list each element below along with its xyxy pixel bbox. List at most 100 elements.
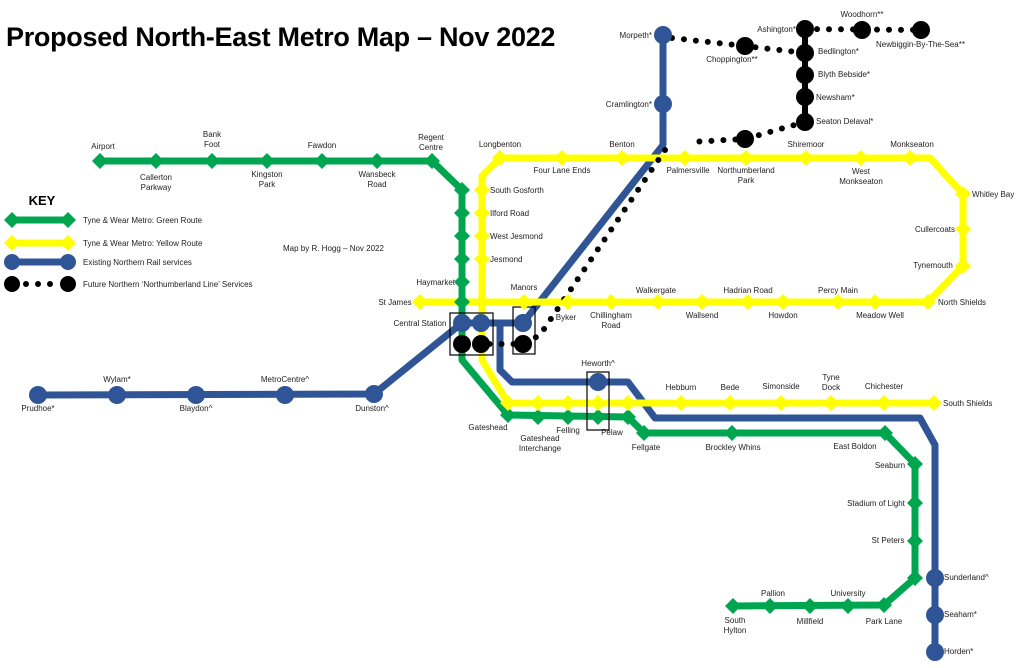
rail-station-marker [472,314,490,332]
green-station-marker [148,153,164,169]
rail-station-marker [29,386,47,404]
map-title: Proposed North-East Metro Map – Nov 2022 [6,22,556,52]
green-station-marker [560,409,576,425]
yellow-station-marker [738,150,754,166]
key-circle [4,276,20,292]
yellow-station-marker [775,294,791,310]
station-label: Percy Main [818,286,858,295]
yellow-station-marker [650,294,666,310]
station-label: Seaburn [875,461,905,470]
yellow-station-marker [955,221,971,237]
station-label: Cramlington* [606,100,652,109]
station-label: Felling [556,426,580,435]
future-station-marker [796,66,814,84]
yellow-station-marker [474,294,490,310]
green-station-marker [762,598,778,614]
yellow-station-marker [560,294,576,310]
station-label: Newsham* [816,93,855,102]
rail-station-marker [654,95,672,113]
station-label: Park Lane [866,617,903,626]
key-dot [47,281,53,287]
station-label: North Shields [938,298,986,307]
yellow-station-marker [830,294,846,310]
green-station-marker [369,153,385,169]
station-label: Woodhorn** [841,10,884,19]
rail-station-marker [276,386,294,404]
station-label: Brockley Whins [705,443,760,452]
northern-rail-line-main [34,31,667,399]
station-label: Wylam* [103,375,130,384]
future-station-marker [912,21,930,39]
yellow-station-marker [492,150,508,166]
green-station-marker [259,153,275,169]
green-station-marker [620,409,636,425]
station-label: Haymarket [416,278,455,287]
green-station-marker [424,153,440,169]
map-credit: Map by R. Hogg – Nov 2022 [283,244,384,253]
station-label: St Peters [872,536,905,545]
station-label: Millfield [797,617,824,626]
key-diamond [60,235,76,251]
key-diamond [4,235,20,251]
station-label: Howdon [768,311,797,320]
green-station-marker [500,407,516,423]
yellow-station-marker [798,150,814,166]
future-station-marker [796,20,814,38]
green-station-marker [907,456,923,472]
station-label: Monkseaton [890,140,934,149]
yellow-station-marker [876,395,892,411]
green-station-marker [454,205,470,221]
station-label: Airport [91,142,115,151]
station-label: Dunston^ [355,404,389,413]
yellow-station-marker [554,150,570,166]
yellow-route-line [416,154,967,407]
station-label: Benton [609,140,634,149]
green-station-marker [454,274,470,290]
rail-station-marker [187,386,205,404]
station-label: Blaydon^ [180,404,213,413]
yellow-station-marker [500,395,516,411]
station-label: Hebburn [666,383,697,392]
yellow-station-marker [823,395,839,411]
station-label: Choppington** [706,55,758,64]
yellow-station-marker [955,258,971,274]
station-label: West Jesmond [490,232,543,241]
rail-station-marker [926,569,944,587]
key-circle [4,254,20,270]
yellow-station-marker [614,150,630,166]
station-label: East Boldon [833,442,876,451]
station-label: Hadrian Road [723,286,772,295]
yellow-station-marker [926,395,942,411]
yellow-station-marker [474,251,490,267]
green-station-marker [454,294,470,310]
station-label: Fawdon [308,141,336,150]
green-station-marker [724,425,740,441]
yellow-station-marker [773,395,789,411]
station-label: Longbenton [479,140,521,149]
green-station-marker [802,598,818,614]
future-station-marker [853,21,871,39]
future-station-marker [736,130,754,148]
rail-station-marker [514,314,532,332]
station-label: Cullercoats [915,225,955,234]
yellow-station-marker [955,186,971,202]
rail-station-marker [108,386,126,404]
future-station-marker [514,335,532,353]
station-label: Ilford Road [490,209,529,218]
station-label: South Gosforth [490,186,544,195]
green-station-marker [204,153,220,169]
green-station-marker [725,598,741,614]
station-label: Pelaw [601,428,623,437]
station-label: Ashington* [757,25,796,34]
future-station-marker [472,335,490,353]
key-item-label: Future Northern ‘Northumberland Line’ Se… [83,280,253,289]
future-station-marker [796,44,814,62]
